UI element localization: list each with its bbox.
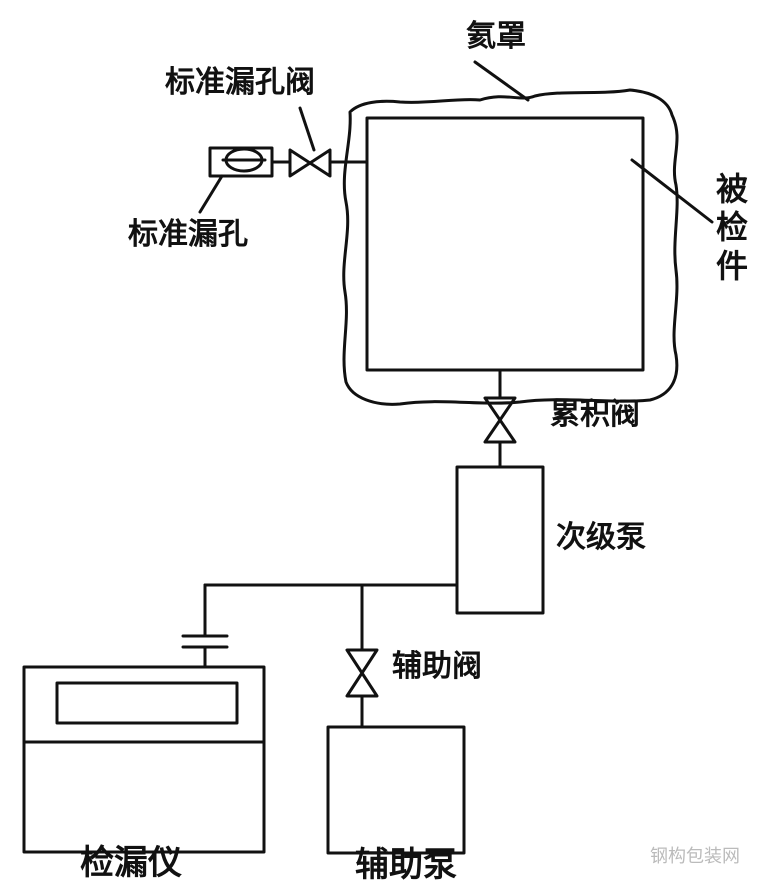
- aux-pump-box: [326, 725, 466, 855]
- leak-test-diagram: [22, 60, 714, 855]
- std-leak-valve-label: 标准漏孔阀: [165, 65, 315, 100]
- helium-hood-label: 氦罩: [466, 19, 526, 54]
- std-leak-label: 标准漏孔: [128, 217, 248, 252]
- test-piece-box: [365, 116, 645, 372]
- helium-hood-outline: [342, 88, 679, 406]
- secondary-pump-box: [455, 465, 545, 615]
- leak-detector-box: [22, 665, 266, 854]
- std-valve-leader-line: [298, 106, 316, 152]
- accum-valve-symbol: [483, 396, 517, 444]
- test-piece-leader-line: [630, 158, 714, 224]
- test-piece-label: 被检件: [715, 170, 748, 285]
- accum-valve-label: 累积阀: [550, 397, 640, 432]
- hood-leader-line: [473, 60, 530, 102]
- aux-valve-symbol: [345, 648, 379, 698]
- std-leak-valve-symbol: [288, 148, 332, 178]
- watermark: 钢构包装网: [650, 846, 740, 867]
- leak-detector-display: [55, 681, 239, 725]
- leak-detector-label: 检漏仪: [80, 843, 182, 883]
- aux-pump-label: 辅助泵: [355, 845, 457, 885]
- std-leak-leader-line: [198, 174, 224, 214]
- secondary-pump-label: 次级泵: [556, 520, 646, 555]
- aux-valve-label: 辅助阀: [392, 649, 482, 684]
